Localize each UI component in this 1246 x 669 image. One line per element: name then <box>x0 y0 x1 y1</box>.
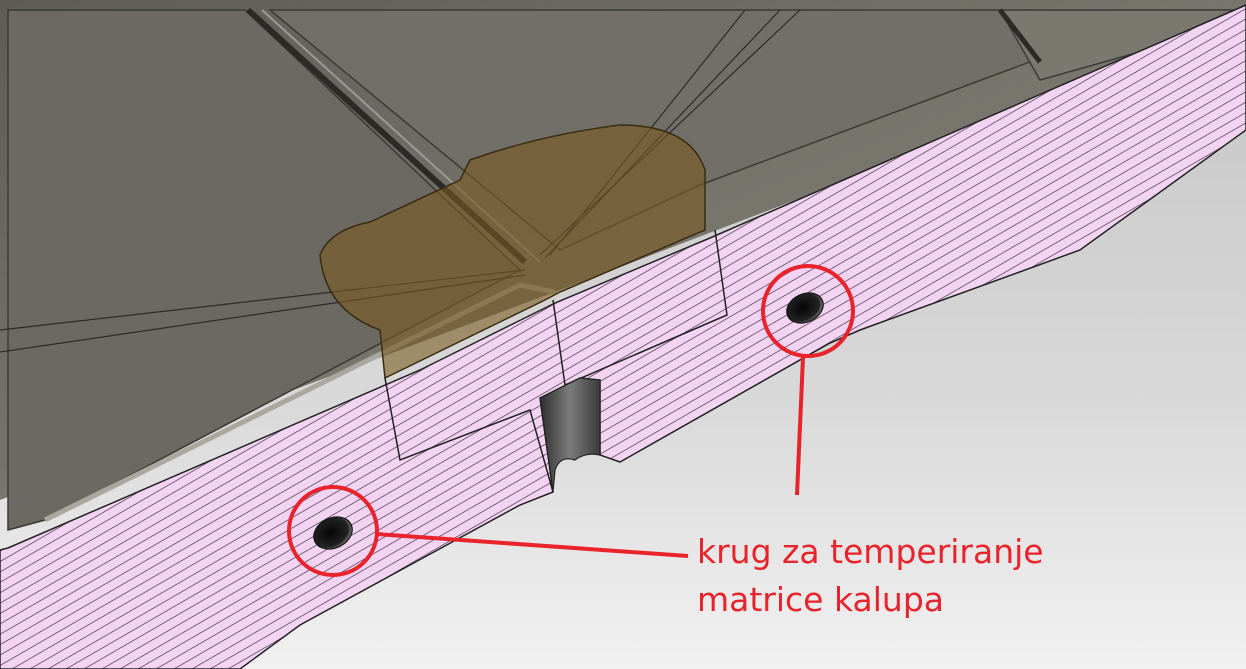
mold-panel-right <box>998 9 1246 81</box>
annotation-line-1: krug za temperiranje <box>697 532 1044 571</box>
insert-block-overlay <box>319 124 706 380</box>
cooling-hole-left <box>313 516 353 550</box>
hatched-section-plate <box>0 4 1246 669</box>
insert-outlines <box>384 229 728 493</box>
groove-line-right <box>998 8 1042 64</box>
cooling-hole-right <box>786 292 824 324</box>
highlight-circle-left <box>287 485 379 577</box>
leader-line-right <box>795 356 805 496</box>
annotation-line-2: matrice kalupa <box>697 580 944 619</box>
annotation-label: krug za temperiranje matrice kalupa <box>697 528 1117 624</box>
leader-line-left <box>375 532 689 558</box>
slot-cavity <box>539 377 601 493</box>
mold-panel-left <box>7 9 522 531</box>
highlight-circle-right <box>761 264 855 358</box>
